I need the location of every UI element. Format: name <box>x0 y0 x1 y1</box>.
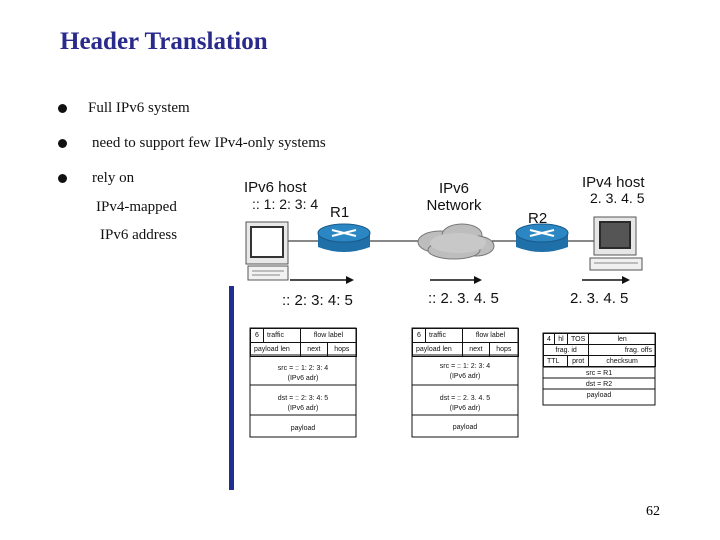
packet2-hops: hops <box>488 342 520 357</box>
bullet-sub-1: IPv4-mapped <box>96 199 177 215</box>
packet3-len: len <box>588 333 656 345</box>
arrow-2-label: :: 2. 3. 4. 5 <box>428 290 499 307</box>
packet1-header-table: 6 traffic flow label payload len next ho… <box>250 328 358 357</box>
packet1-dst: dst = :: 2: 3: 4: 5 <box>277 395 329 402</box>
page-title: Header Translation <box>60 28 268 55</box>
arrow-1 <box>290 276 354 284</box>
packet1-next: next <box>300 342 328 357</box>
packet1-traffic: traffic <box>263 328 301 343</box>
computer-icon <box>589 216 643 271</box>
network-label-line1: IPv6 <box>438 180 469 197</box>
bullet-text-3: rely on <box>92 170 135 186</box>
cloud-icon <box>417 223 495 260</box>
network-label-line2: Network <box>426 197 482 214</box>
router-icon <box>515 223 569 252</box>
packet3-payload: payload <box>586 392 612 399</box>
packet3-src: src = R1 <box>585 370 613 377</box>
packet2-next: next <box>462 342 490 357</box>
packet3-ttl: TTL <box>543 355 568 367</box>
bullet-dot-3 <box>58 174 67 183</box>
packet3-dst: dst = R2 <box>585 381 613 388</box>
packet1-dst-block: dst = :: 2: 3: 4: 5 (IPv6 adr) <box>250 394 356 414</box>
packet2-payload: payload <box>452 424 478 431</box>
packet2-src-block: src = :: 1: 2: 3: 4 (IPv6 adr) <box>412 362 518 382</box>
packet3-version: 4 <box>543 333 555 345</box>
arrow-1-label: :: 2: 3: 4: 5 <box>282 292 353 309</box>
bullet-dot-1 <box>58 104 67 113</box>
packet2-src-note: (IPv6 adr) <box>449 373 481 380</box>
packet2-version: 6 <box>412 328 426 343</box>
packet2-dst: dst = :: 2. 3. 4. 5 <box>439 395 491 402</box>
router-icon <box>317 223 371 252</box>
packet3-prot: prot <box>566 355 590 367</box>
packet3-hl: hl <box>554 333 568 345</box>
packet1-flow-label: flow label <box>300 328 357 343</box>
packet2-traffic: traffic <box>425 328 463 343</box>
network-label: IPv6 Network <box>410 180 498 214</box>
packet2-dst-block: dst = :: 2. 3. 4. 5 (IPv6 adr) <box>412 394 518 414</box>
arrow-3 <box>582 276 630 284</box>
packet3-tos: TOS <box>566 333 590 345</box>
ipv4-host-address: 2. 3. 4. 5 <box>590 190 645 206</box>
ipv6-host-address: :: 1: 2: 3: 4 <box>252 196 319 212</box>
packet1-version: 6 <box>250 328 264 343</box>
packet2-dst-note: (IPv6 adr) <box>449 405 481 412</box>
ipv6-host-label: IPv6 host <box>244 179 307 196</box>
packet3-frag-id: frag. id <box>542 344 590 356</box>
packet1-payload-len: payload len <box>250 342 301 357</box>
packet1-hops: hops <box>326 342 358 357</box>
packet2-flow-label: flow label <box>462 328 519 343</box>
packet2-header-table: 6 traffic flow label payload len next ho… <box>412 328 520 357</box>
packet2-src: src = :: 1: 2: 3: 4 <box>439 363 491 370</box>
packet3-header-table: 4 hl TOS len frag. id frag. offs TTL pro… <box>542 333 656 367</box>
packet1-src-note: (IPv6 adr) <box>287 375 319 382</box>
packet1-payload: payload <box>290 425 316 432</box>
bullet-dot-2 <box>58 139 67 148</box>
bullet-text-1: Full IPv6 system <box>88 100 190 116</box>
bullet-text-2: need to support few IPv4-only systems <box>92 135 326 151</box>
r1-label: R1 <box>330 204 350 221</box>
packet3-frag-offs: frag. offs <box>588 344 656 356</box>
packet2-payload-len: payload len <box>412 342 463 357</box>
packet1-src-block: src = :: 1: 2: 3: 4 (IPv6 adr) <box>250 364 356 384</box>
bullet-sub-2: IPv6 address <box>100 227 178 243</box>
ipv4-host-label: IPv4 host <box>582 174 645 191</box>
divider-bar <box>229 286 234 490</box>
page-number: 62 <box>646 504 660 519</box>
r2-label: R2 <box>528 210 548 227</box>
packet1-dst-note: (IPv6 adr) <box>287 405 319 412</box>
arrow-3-label: 2. 3. 4. 5 <box>570 290 629 307</box>
computer-icon <box>245 221 289 281</box>
packet3-checksum: checksum <box>588 355 656 367</box>
packet1-src: src = :: 1: 2: 3: 4 <box>277 365 329 372</box>
arrow-2 <box>430 276 482 284</box>
